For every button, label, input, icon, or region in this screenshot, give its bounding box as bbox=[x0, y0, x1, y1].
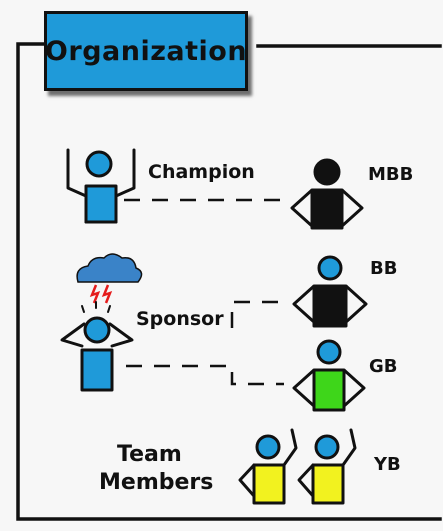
mbb-label: MBB bbox=[368, 164, 414, 185]
gb-head bbox=[316, 339, 342, 365]
yb-left-head bbox=[255, 434, 281, 460]
sponsor-label: Sponsor bbox=[136, 308, 224, 330]
title-box: Organization bbox=[44, 11, 248, 91]
yb-right-head bbox=[314, 434, 340, 460]
mbb-head bbox=[313, 158, 341, 186]
gb-label: GB bbox=[369, 356, 398, 377]
sponsor-figure bbox=[60, 301, 134, 392]
mbb-figure bbox=[290, 158, 364, 230]
bb-head bbox=[317, 255, 343, 281]
storm-cloud-icon bbox=[76, 253, 143, 304]
team-label-line2: Members bbox=[99, 470, 214, 495]
bb-figure bbox=[292, 255, 368, 328]
sponsor-bb-connector bbox=[230, 300, 282, 328]
yb-label: YB bbox=[374, 454, 401, 475]
champion-figure bbox=[66, 148, 136, 224]
team-label-line1: Team bbox=[117, 442, 182, 467]
gb-figure bbox=[292, 339, 366, 412]
sponsor-head bbox=[83, 316, 111, 344]
sponsor-gb-connector bbox=[126, 364, 284, 386]
frame-border bbox=[16, 42, 442, 521]
champion-label: Champion bbox=[148, 161, 255, 183]
diagram-title: Organization bbox=[44, 35, 248, 67]
yb-figure-left bbox=[238, 428, 298, 505]
connector-lines bbox=[124, 198, 284, 386]
yb-figure-right bbox=[297, 428, 357, 505]
champion-head bbox=[85, 150, 113, 178]
bb-label: BB bbox=[370, 258, 398, 279]
